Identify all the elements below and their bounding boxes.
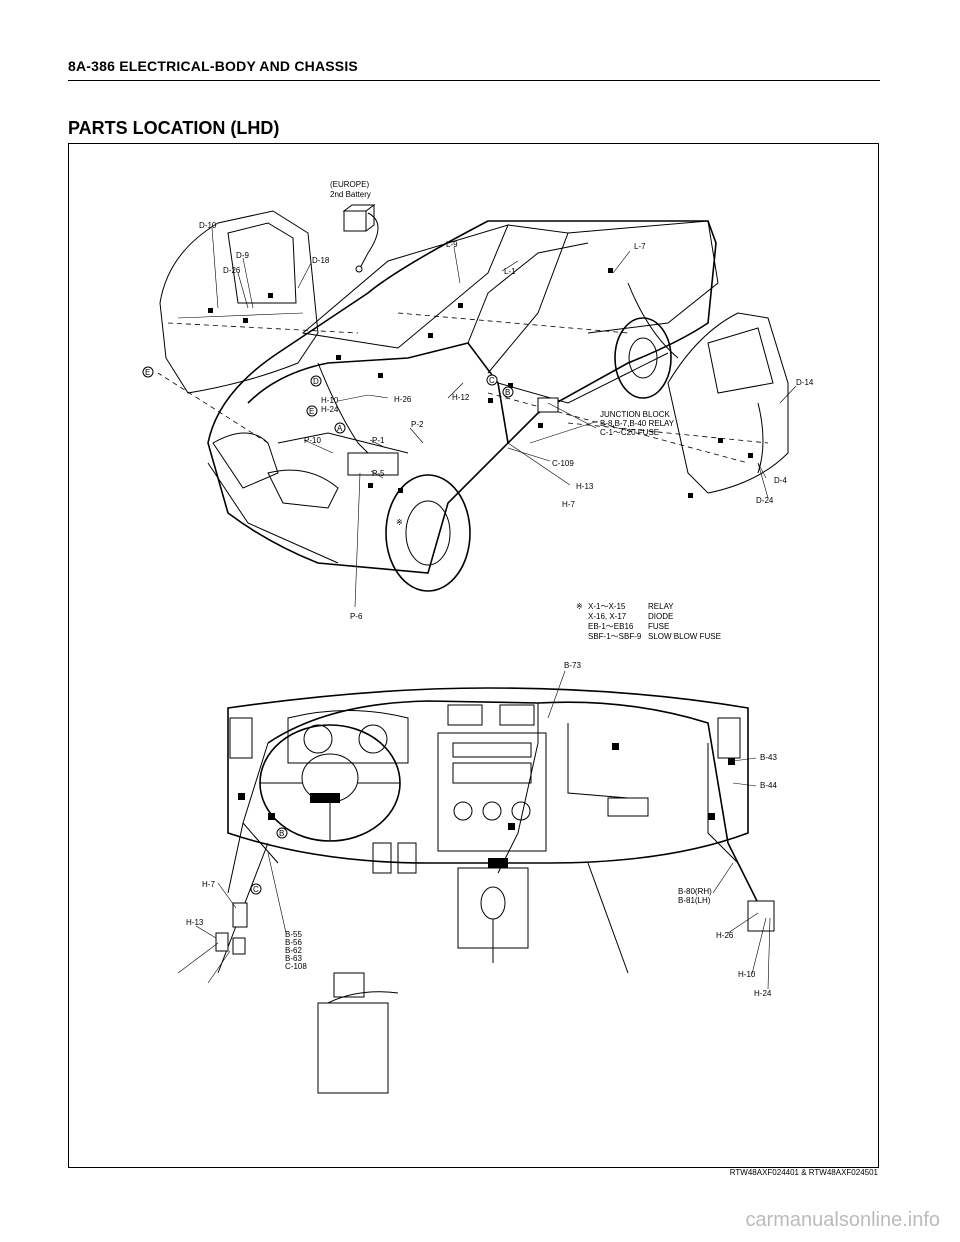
diagram-frame <box>68 143 879 1168</box>
vehicle-illustration <box>157 204 789 592</box>
label-d18: D-18 <box>312 256 330 265</box>
label-note-mark-top: ※ <box>396 518 403 527</box>
label-p5: P-5 <box>372 469 385 478</box>
label-b80: B-80(RH) <box>678 887 712 896</box>
note-mark: ※ <box>576 602 583 611</box>
label-p6: P-6 <box>350 612 363 621</box>
label-b63: B-63 <box>285 954 302 963</box>
dashboard-labels: B-73 B-43 B-44 B-80(RH) B-81(LH) H-26 H-… <box>186 661 777 998</box>
label-h26: H-26 <box>394 395 412 404</box>
label-d10: D-10 <box>199 221 217 230</box>
junction-block-label: JUNCTION BLOCK B-8,B-7,B-40 RELAY C-1～C2… <box>600 410 675 437</box>
label-b44: B-44 <box>760 781 777 790</box>
note-row4-desc: SLOW BLOW FUSE <box>648 632 721 641</box>
label-europe: (EUROPE) <box>330 180 369 189</box>
label-b62: B-62 <box>285 946 302 955</box>
label-h24-dash: H-24 <box>754 989 772 998</box>
label-p10: P-10 <box>304 436 321 445</box>
junction-line2: B-8,B-7,B-40 RELAY <box>600 419 675 428</box>
label-d14: D-14 <box>796 378 814 387</box>
callout-leaders-bottom <box>177 670 771 990</box>
label-d26: D-26 <box>223 266 241 275</box>
connector-d: D <box>313 377 319 386</box>
connector-e-left: E <box>145 368 150 377</box>
label-h7-dash: H-7 <box>202 880 215 889</box>
label-b43: B-43 <box>760 753 777 762</box>
label-c109: C-109 <box>552 459 574 468</box>
note-row2-desc: DIODE <box>648 612 673 621</box>
note-row4-code: SBF-1～SBF-9 <box>588 632 642 641</box>
label-d9: D-9 <box>236 251 249 260</box>
wiring-diagram: E D E A B C (EUROPE) 2nd Battery D-10 <box>142 180 814 1094</box>
label-2nd-battery: 2nd Battery <box>330 190 371 199</box>
connector-e-mid: E <box>309 407 314 416</box>
label-b81: B-81(LH) <box>678 896 711 905</box>
battery-icon <box>342 204 379 273</box>
page-header: 8A-386 ELECTRICAL-BODY AND CHASSIS <box>68 58 880 81</box>
label-p2: P-2 <box>411 420 424 429</box>
connector-b-top: B <box>505 388 510 397</box>
watermark: carmanualsonline.info <box>745 1209 940 1231</box>
label-b55: B-55 <box>285 930 302 939</box>
junction-line1: JUNCTION BLOCK <box>600 410 670 419</box>
connector-markers-bottom: B C <box>250 827 288 895</box>
label-b73: B-73 <box>564 661 581 670</box>
connector-markers-top: E D E A B C <box>142 366 514 434</box>
label-b56: B-56 <box>285 938 302 947</box>
label-h10-dash: H-10 <box>738 970 756 979</box>
note-row1-code: X-1～X-15 <box>588 602 626 611</box>
note-row3-desc: FUSE <box>648 622 669 631</box>
dashboard-illustration <box>215 687 775 1094</box>
callout-leaders-top <box>211 227 797 608</box>
vehicle-labels: (EUROPE) 2nd Battery D-10 D-9 D-26 D-18 … <box>199 180 814 621</box>
connector-c-top: C <box>489 376 495 385</box>
note-row2-code: X-16, X-17 <box>588 612 627 621</box>
label-h13: H-13 <box>576 482 594 491</box>
label-l1: L-1 <box>504 267 516 276</box>
page-title: 8A-386 ELECTRICAL-BODY AND CHASSIS <box>68 58 358 74</box>
connector-c-dash: C <box>253 885 259 894</box>
label-h7: H-7 <box>562 500 575 509</box>
label-l7: L-7 <box>634 242 646 251</box>
label-d24: D-24 <box>756 496 774 505</box>
label-h10: H-10 <box>321 396 339 405</box>
figure-code: RTW48AXF024401 & RTW48AXF024501 <box>729 1168 878 1177</box>
label-c108: C-108 <box>285 962 307 971</box>
note-row1-desc: RELAY <box>648 602 674 611</box>
label-p1: P-1 <box>372 436 385 445</box>
section-title: PARTS LOCATION (LHD) <box>68 118 280 138</box>
note-legend: ※ X-1～X-15 RELAY X-16, X-17 DIODE EB-1～E… <box>576 602 721 641</box>
label-l9: L-9 <box>446 240 458 249</box>
junction-line3: C-1～C20 FUSE <box>600 428 659 437</box>
note-row3-code: EB-1～EB16 <box>588 622 634 631</box>
label-h26-dash: H-26 <box>716 931 734 940</box>
label-h12: H-12 <box>452 393 470 402</box>
label-d4: D-4 <box>774 476 787 485</box>
label-h24: H-24 <box>321 405 339 414</box>
connector-a: A <box>337 424 343 433</box>
label-h13-dash: H-13 <box>186 918 204 927</box>
connector-b-dash: B <box>279 829 284 838</box>
